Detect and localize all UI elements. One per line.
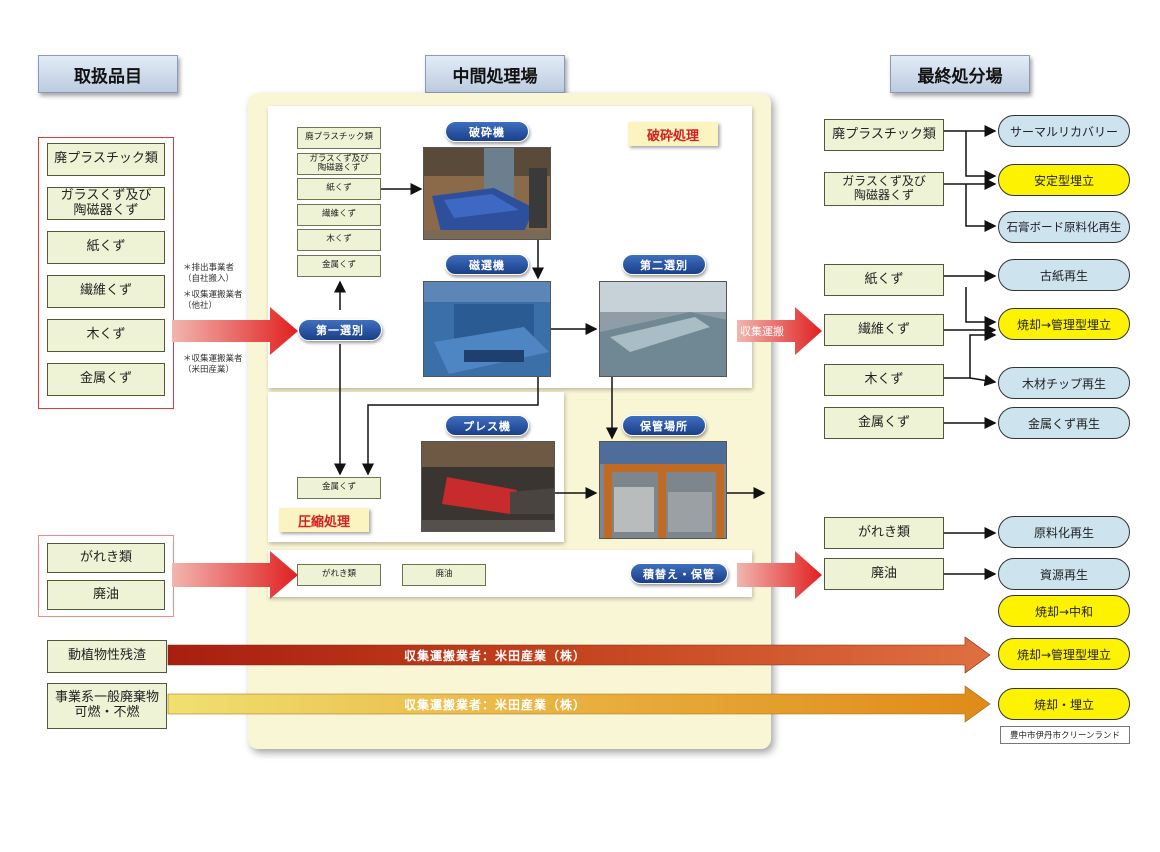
left-item-rubble: がれき類 xyxy=(47,543,165,573)
dest-burn-managed: 焼却→管理型埋立 xyxy=(998,308,1130,340)
first-sort-label: 第一選別 xyxy=(298,319,382,341)
caption-cleanland: 豊中市伊丹市クリーンランド xyxy=(1000,726,1130,744)
bar-arrow-1 xyxy=(167,636,991,674)
dest-burn-landfill: 焼却・埋立 xyxy=(998,688,1130,720)
dest-woodchip: 木材チップ再生 xyxy=(998,367,1130,399)
dest-thermal: サーマルリカバリー xyxy=(998,115,1130,147)
bar-label-1: 収集運搬業者：米田産業（株） xyxy=(403,648,586,663)
left-item-paper: 紙くず xyxy=(47,231,165,264)
right-item-plastic: 廃プラスチック類 xyxy=(824,119,944,151)
second-sort-label: 第二選別 xyxy=(622,254,706,275)
right-item-oil: 廃油 xyxy=(824,558,944,590)
right-item-rubble: がれき類 xyxy=(824,517,944,549)
note-self: ＊排出事業者 （自社搬入） xyxy=(183,263,235,284)
panel-item-glass: ガラスくず及び 陶磁器くず xyxy=(297,153,381,175)
dest-burn-managed-2: 焼却→管理型埋立 xyxy=(998,638,1130,670)
press-photo xyxy=(421,441,555,532)
red-arrow-in-1 xyxy=(172,307,298,355)
left-item-glass: ガラスくず及び 陶磁器くず xyxy=(47,187,165,220)
red-arrow-out-1 xyxy=(737,307,822,355)
left-item-general-waste: 事業系一般廃棄物 可燃・不燃 xyxy=(47,683,167,729)
magnet-label: 磁選機 xyxy=(445,254,529,275)
dest-gypsum: 石膏ボード原料化再生 xyxy=(998,211,1130,243)
right-item-paper: 紙くず xyxy=(824,264,944,296)
panel-item-fiber: 繊維くず xyxy=(297,204,381,226)
red-arrow-out-2 xyxy=(737,551,822,599)
press-label: プレス機 xyxy=(445,415,529,436)
storage-label: 保管場所 xyxy=(622,415,706,436)
header-final: 最終処分場 xyxy=(890,55,1030,93)
right-item-metal: 金属くず xyxy=(824,407,944,439)
left-item-plastic: 廃プラスチック類 xyxy=(47,143,165,176)
transfer-label: 積替え・保管 xyxy=(630,563,728,584)
panel-item-wood: 木くず xyxy=(297,229,381,251)
magnet-photo xyxy=(423,281,551,377)
left-item-oil: 廃油 xyxy=(47,580,165,610)
crush-process-label: 破砕処理 xyxy=(628,122,718,146)
right-item-glass: ガラスくず及び 陶磁器くず xyxy=(824,172,944,206)
note-other: ＊収集運搬業者 （他社） xyxy=(183,290,243,311)
right-item-wood: 木くず xyxy=(824,364,944,396)
dest-neutral: 焼却→中和 xyxy=(998,595,1130,627)
dest-stable: 安定型埋立 xyxy=(998,164,1130,196)
left-item-metal: 金属くず xyxy=(47,363,165,396)
second-sort-photo xyxy=(599,281,727,377)
transfer-item-oil: 廃油 xyxy=(402,564,486,586)
red-arrow-in-2 xyxy=(172,551,298,599)
panel-item-plastic: 廃プラスチック類 xyxy=(297,127,381,149)
compress-process-label: 圧縮処理 xyxy=(279,508,369,532)
dest-paper: 古紙再生 xyxy=(998,259,1130,291)
press-item-metal: 金属くず xyxy=(297,477,381,499)
transport-label: 収集運搬 xyxy=(740,325,784,338)
left-item-wood: 木くず xyxy=(47,319,165,352)
dest-raw: 原料化再生 xyxy=(998,516,1130,548)
storage-photo xyxy=(599,441,727,539)
dest-metal: 金属くず再生 xyxy=(998,407,1130,439)
panel-item-paper: 紙くず xyxy=(297,178,381,200)
dest-resource: 資源再生 xyxy=(998,558,1130,590)
note-yoneda: ＊収集運搬業者 （米田産業） xyxy=(183,354,243,375)
bar-label-2: 収集運搬業者：米田産業（株） xyxy=(403,697,586,712)
left-item-fiber: 繊維くず xyxy=(47,275,165,308)
crusher-label: 破砕機 xyxy=(445,121,529,142)
header-intermediate: 中間処理場 xyxy=(425,55,565,93)
crusher-photo xyxy=(423,147,551,240)
header-items: 取扱品目 xyxy=(38,55,178,93)
right-item-fiber: 繊維くず xyxy=(824,314,944,346)
panel-item-metal: 金属くず xyxy=(297,255,381,277)
left-item-residue: 動植物性残渣 xyxy=(47,640,167,673)
bar-arrow-2 xyxy=(167,685,991,723)
